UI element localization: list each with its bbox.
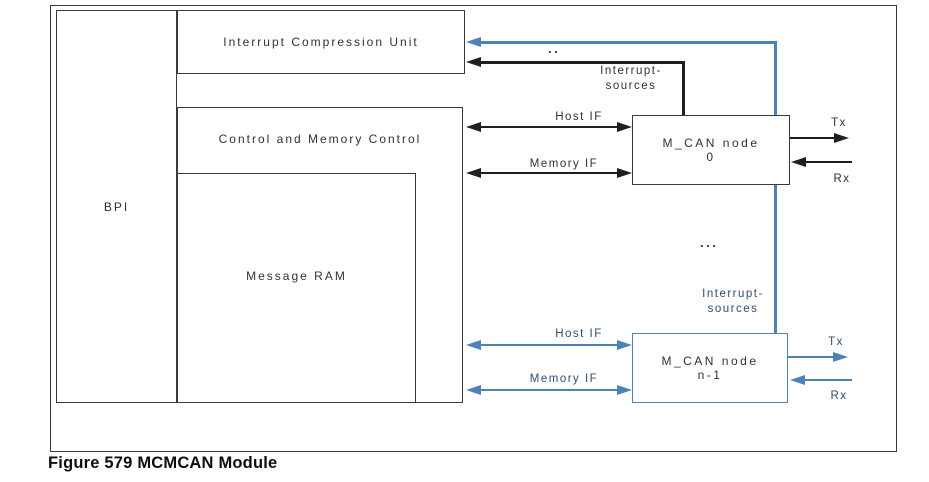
host-if-bottom-arrowhead-right	[617, 340, 632, 350]
interrupt-sources-top-label: Interrupt- sources	[581, 64, 681, 94]
tx-top-arrowhead	[834, 133, 849, 143]
rx-bottom-arrowhead	[790, 375, 805, 385]
interrupt-sources-bottom-line2: sources	[707, 303, 759, 315]
ellipsis-top: ..	[548, 41, 561, 56]
host-if-bottom-arrowhead-left	[466, 340, 481, 350]
host-if-bottom-label: Host IF	[555, 328, 603, 340]
interrupt-sources-bottom-label: Interrupt- sources	[683, 287, 783, 317]
rx-bottom-label: Rx	[830, 390, 848, 402]
mcan-node-n1-label-line2: n-1	[697, 368, 723, 382]
interrupt-arrow-node-n1-arrowhead	[466, 37, 481, 47]
tx-bottom-arrow-line	[788, 356, 835, 358]
mcan-node-n1-label-line1: M_CAN node	[661, 354, 759, 368]
interrupt-sources-top-line1: Interrupt-	[600, 65, 662, 77]
tx-bottom-label: Tx	[828, 336, 844, 348]
rx-top-label: Rx	[833, 173, 851, 185]
memory-if-top-label: Memory IF	[529, 158, 599, 170]
mcan-node-n1-box: M_CAN node n-1	[632, 333, 788, 403]
mcan-node0-box: M_CAN node 0	[632, 115, 790, 185]
figure-caption: Figure 579 MCMCAN Module	[48, 454, 278, 472]
memory-if-bottom-arrowhead-right	[617, 385, 632, 395]
memory-if-bottom-arrowhead-left	[466, 385, 481, 395]
tx-top-label: Tx	[831, 117, 847, 129]
memory-if-top-arrowhead-right	[617, 168, 632, 178]
memory-if-top-arrow-line	[477, 172, 620, 174]
rx-top-arrow-line	[804, 161, 852, 163]
memory-if-bottom-label: Memory IF	[529, 373, 599, 385]
rx-top-arrowhead	[791, 157, 806, 167]
bpi-label: BPI	[103, 199, 130, 214]
host-if-top-arrowhead-left	[466, 122, 481, 132]
interrupt-arrow-node0-arrowhead	[466, 57, 481, 67]
interrupt-sources-bottom-line1: Interrupt-	[702, 288, 764, 300]
interrupt-compression-unit-box: Interrupt Compression Unit	[177, 10, 465, 74]
interrupt-sources-top-line2: sources	[605, 80, 657, 92]
interrupt-compression-unit-label: Interrupt Compression Unit	[223, 35, 419, 49]
ellipsis-middle: ...	[700, 235, 719, 250]
interrupt-trunk-line-node-n1	[774, 40, 777, 333]
mcan-node0-label-line2: 0	[706, 150, 716, 164]
message-ram-label: Message RAM	[246, 269, 347, 283]
host-if-top-arrowhead-right	[617, 122, 632, 132]
mcan-node0-label-line1: M_CAN node	[662, 136, 760, 150]
host-if-top-label: Host IF	[555, 111, 603, 123]
control-and-memory-control-label: Control and Memory Control	[218, 132, 422, 146]
host-if-top-arrow-line	[477, 126, 620, 128]
interrupt-arrow-node-n1-line	[477, 40, 777, 44]
memory-if-bottom-arrow-line	[477, 389, 620, 391]
tx-bottom-arrowhead	[833, 352, 848, 362]
interrupt-arrow-node0-line	[477, 60, 685, 64]
interrupt-trunk-line-node0	[682, 60, 685, 115]
message-ram-box: Message RAM	[177, 173, 416, 403]
rx-bottom-arrow-line	[803, 379, 852, 381]
host-if-bottom-arrow-line	[477, 344, 620, 346]
memory-if-top-arrowhead-left	[466, 168, 481, 178]
tx-top-arrow-line	[790, 137, 837, 139]
bpi-box: BPI	[56, 10, 177, 403]
